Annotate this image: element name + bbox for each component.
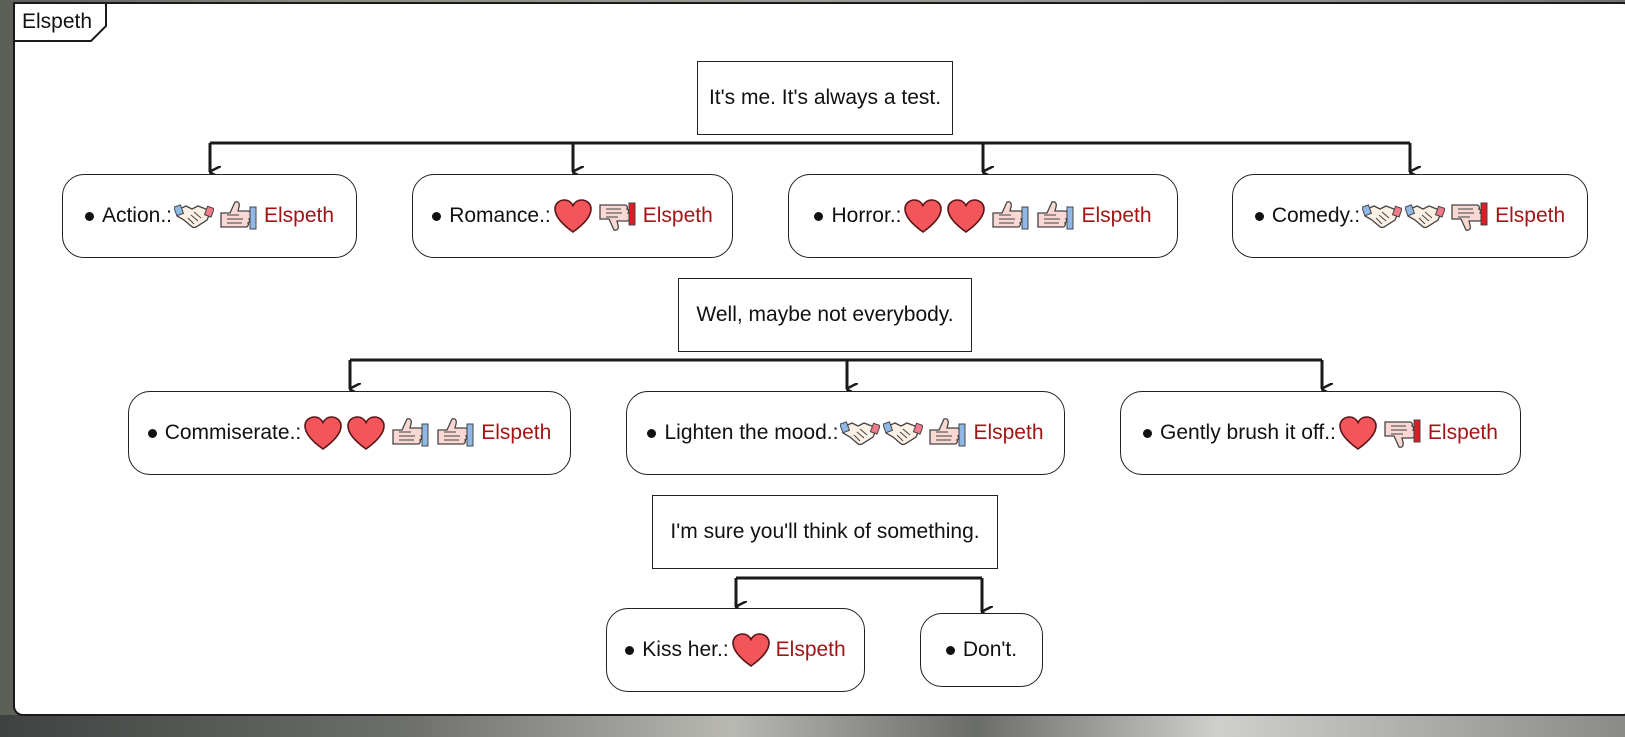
speaker-tab-label: Elspeth — [22, 10, 93, 33]
bullet-icon — [84, 211, 94, 221]
option-gently-brush-it-off[interactable]: Gently brush it off.: Elspeth — [1120, 391, 1521, 475]
option-dont[interactable]: Don't. — [920, 613, 1043, 687]
option-label: Romance.: — [449, 204, 551, 227]
background-photo-strip — [0, 715, 1625, 737]
thumbs-up-icon — [926, 416, 971, 450]
reaction-icons — [553, 198, 641, 234]
heart-icon — [346, 415, 389, 451]
reaction-icons — [174, 199, 262, 233]
reaction-icons — [1338, 415, 1426, 451]
character-name: Elspeth — [1495, 204, 1566, 227]
prompt-node: It's me. It's always a test. — [697, 61, 953, 135]
bullet-icon — [625, 645, 635, 655]
prompt-node: I'm sure you'll think of something. — [652, 495, 998, 569]
prompt-node: Well, maybe not everybody. — [678, 278, 972, 352]
bullet-icon — [1254, 211, 1264, 221]
bullet-icon — [647, 428, 657, 438]
speaker-tab: Elspeth — [13, 2, 108, 42]
prompt-text: I'm sure you'll think of something. — [670, 520, 980, 543]
thumbs-up-icon — [434, 416, 479, 450]
bullet-icon — [814, 211, 824, 221]
reaction-icons — [840, 416, 971, 450]
prompt-text: Well, maybe not everybody. — [696, 303, 954, 326]
prompt-text: It's me. It's always a test. — [708, 86, 942, 109]
heart-icon — [946, 198, 989, 234]
character-name: Elspeth — [264, 204, 335, 227]
heart-icon — [553, 198, 596, 234]
option-horror[interactable]: Horror.: Elspeth — [788, 174, 1178, 258]
option-label: Action.: — [101, 204, 172, 227]
bullet-icon — [432, 211, 442, 221]
reaction-icons — [903, 198, 1079, 234]
bullet-icon — [945, 645, 955, 655]
handshake-icon — [840, 417, 883, 449]
bullet-icon — [147, 428, 157, 438]
option-label: Gently brush it off.: — [1160, 421, 1336, 444]
thumbs-down-icon — [1448, 199, 1493, 233]
handshake-icon — [174, 200, 217, 232]
handshake-icon — [1405, 200, 1448, 232]
heart-icon — [731, 632, 774, 668]
thumbs-down-icon — [1381, 416, 1426, 450]
thumbs-up-icon — [389, 416, 434, 450]
character-name: Elspeth — [481, 421, 552, 444]
option-label: Don't. — [962, 638, 1018, 661]
option-comedy[interactable]: Comedy.: Elspeth — [1232, 174, 1588, 258]
reaction-icons — [303, 415, 479, 451]
thumbs-up-icon — [1034, 199, 1079, 233]
option-label: Comedy.: — [1271, 204, 1361, 227]
reaction-icons — [731, 632, 774, 668]
option-label: Kiss her.: — [642, 638, 729, 661]
option-action[interactable]: Action.: Elspeth — [62, 174, 357, 258]
character-name: Elspeth — [642, 204, 713, 227]
option-label: Horror.: — [831, 204, 902, 227]
character-name: Elspeth — [973, 421, 1044, 444]
character-name: Elspeth — [775, 638, 846, 661]
option-kiss-her[interactable]: Kiss her.: Elspeth — [606, 608, 865, 692]
heart-icon — [903, 198, 946, 234]
bullet-icon — [1143, 428, 1153, 438]
character-name: Elspeth — [1081, 204, 1152, 227]
option-label: Commiserate.: — [164, 421, 302, 444]
option-romance[interactable]: Romance.: Elspeth — [412, 174, 733, 258]
option-commiserate[interactable]: Commiserate.: Elspeth — [128, 391, 571, 475]
handshake-icon — [1362, 200, 1405, 232]
character-name: Elspeth — [1427, 421, 1498, 444]
heart-icon — [303, 415, 346, 451]
thumbs-up-icon — [989, 199, 1034, 233]
reaction-icons — [1362, 199, 1493, 233]
handshake-icon — [883, 417, 926, 449]
thumbs-down-icon — [596, 199, 641, 233]
heart-icon — [1338, 415, 1381, 451]
option-label: Lighten the mood.: — [664, 421, 839, 444]
thumbs-up-icon — [217, 199, 262, 233]
option-lighten-the-mood[interactable]: Lighten the mood.: Elspeth — [626, 391, 1065, 475]
